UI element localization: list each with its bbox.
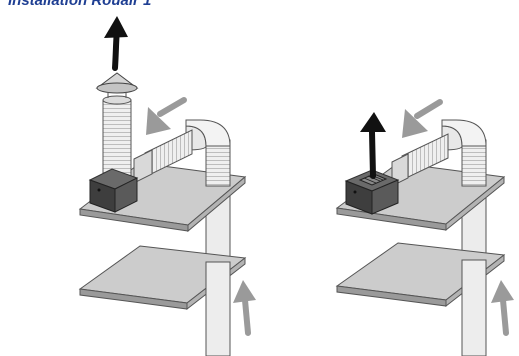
fan-box-right <box>344 169 400 215</box>
page-title: Installation Rouair 1 <box>8 0 152 9</box>
horizontal-duct-right <box>391 133 449 187</box>
elbow-duct-right <box>441 119 487 187</box>
intake-arrow-top-right <box>402 99 443 138</box>
horizontal-duct-left <box>133 129 193 184</box>
roof-cowl-left <box>95 72 139 98</box>
right-installation <box>335 99 514 356</box>
intake-arrow-top-left <box>146 97 187 135</box>
riser-duct-front-right <box>461 259 487 356</box>
fan-box-left <box>88 168 139 213</box>
exhaust-pipe-left <box>102 95 132 179</box>
riser-duct-front-left <box>205 261 231 356</box>
left-installation <box>78 16 256 356</box>
exhaust-arrow-right <box>360 112 386 179</box>
exhaust-arrow-left <box>104 16 128 71</box>
intake-arrow-bottom-right <box>491 280 514 336</box>
intake-arrow-bottom-left <box>233 280 256 336</box>
